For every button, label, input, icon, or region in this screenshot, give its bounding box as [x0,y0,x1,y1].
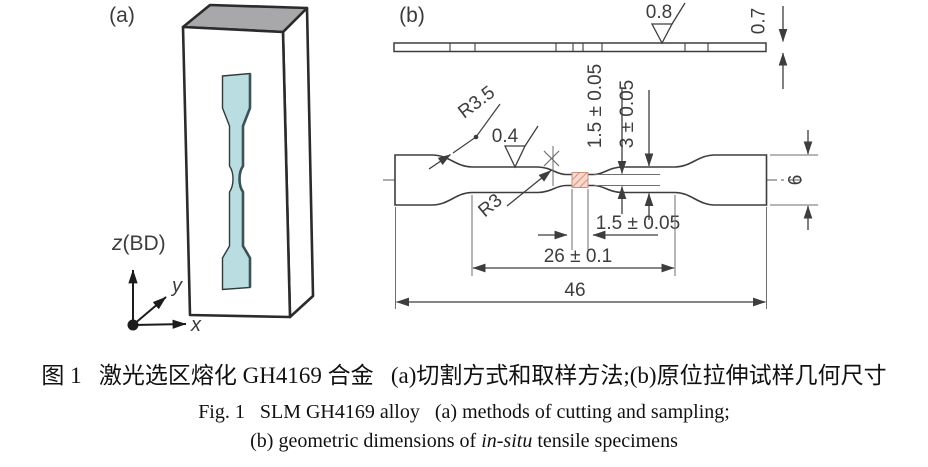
caption-english-line1: Fig. 1 SLM GH4169 alloy (a) methods of c… [198,401,730,423]
roughness-top-value: 0.8 [646,2,672,23]
surface-roughness-icon [650,2,686,45]
panel-b: (b) 0.8 0.7 [383,2,818,309]
grip-width-value: 6 [786,175,807,186]
y-axis-label: y [170,275,183,297]
y-axis-arrow [132,296,167,326]
caption-chinese: 图 1 激光选区熔化 GH4169 合金 (a)切割方式和取样方法;(b)原位拉… [41,363,887,388]
panel-a-label: (a) [109,4,135,27]
caption-english-line2: (b) geometric dimensions of in-situ tens… [0,428,928,455]
build-box-3d [181,3,315,319]
notch-radius-leader [506,169,552,207]
center-cross-icon [543,150,560,167]
surface-roughness-icon [503,125,539,169]
roughness-gauge-value: 0.4 [492,126,519,147]
notch-radius-value: R3 [474,190,506,222]
roi-square [571,172,589,188]
caption-en2-post: tensile specimens [532,430,678,452]
axes-origin-dot [127,319,139,331]
side-view-strip [393,42,767,53]
z-axis-label: z(BD) [111,232,166,255]
figure-drawing: (a) z(BD) y x (b) [109,2,818,336]
side-view-ticks [449,43,709,52]
shoulder-radius-leader [428,103,501,170]
x-axis-label: x [190,314,202,336]
caption-en2-pre: (b) geometric dimensions of [250,430,482,452]
specimen-3d-edge [238,73,252,288]
notch-width-value: 1.5 ± 0.05 [596,213,680,234]
panel-b-label: (b) [399,4,425,27]
notch-height-value: 1.5 ± 0.05 [585,64,606,148]
gauge-length-value: 26 ± 0.1 [544,246,613,267]
panel-a: (a) z(BD) y x [109,3,315,336]
side-view: 0.8 0.7 [393,2,788,89]
x-axis-arrow [132,319,187,329]
front-view: R3.5 0.4 R3 1.5 ± 0.05 3 ± 0.05 6 [383,64,818,309]
shoulder-radius-value: R3.5 [454,82,499,123]
thickness-value: 0.7 [749,8,770,34]
overall-length-value: 46 [564,280,585,301]
gauge-height-value: 3 ± 0.05 [617,80,638,149]
caption-en2-italic: in-situ [481,430,533,452]
coordinate-axes [127,269,187,331]
